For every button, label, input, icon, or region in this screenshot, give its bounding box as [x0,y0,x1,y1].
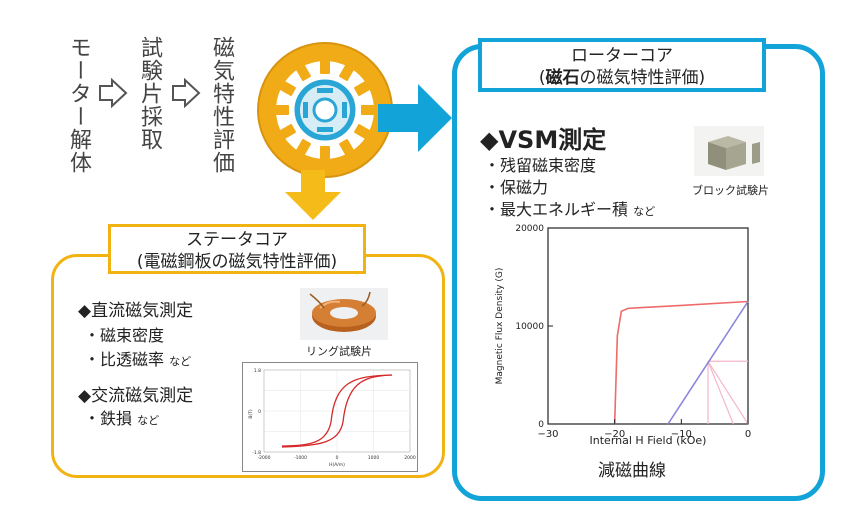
series-line-0 [613,300,749,425]
dc-item-permeability-label: ・比透磁率 [84,350,165,369]
vsm-item-remanence: ・残留磁束密度 [484,156,597,175]
x-tick-label-0: −30 [537,429,558,440]
ac-measurement-heading: ◆交流磁気測定 [78,386,194,406]
block-specimen-photo [694,126,764,176]
rotor-title-line2: (磁石の磁気特性評価) [482,67,762,89]
demagnetization-chart: −30 −20 −10 0 0 10000 20000 Internal H Field (… [495,224,751,447]
vsm-item-suffix: など [633,205,656,218]
guide-line-3 [707,360,749,425]
dc-item-flux-density: ・磁束密度 [84,326,165,345]
vsm-item-coercivity: ・保磁力 [484,178,549,197]
dc-item-suffix: など [169,355,192,368]
hysteresis-ylabel: B(T) [248,409,254,419]
chart-axes: −30 −20 −10 0 0 10000 20000 [515,224,751,440]
hysteresis-xlabel: H(A/m) [329,462,345,468]
hysteresis-xtick-0: -2000 [257,455,270,461]
rotor-title: ローターコア (磁石の磁気特性評価) [478,38,766,92]
chart-frame [547,227,749,425]
flow-arrow-2-icon [172,78,201,108]
dc-item-permeability: ・比透磁率 など [84,346,191,370]
arrow-to-rotor-icon [378,84,452,152]
stator-title-line2: (電磁鋼板の磁気特性評価) [136,252,338,272]
vsm-heading: ◆VSM測定 [480,126,607,154]
hysteresis-ytick-bottom: -1.8 [252,450,261,456]
dc-measurement-heading: ◆直流磁気測定 [78,301,194,321]
ring-specimen-photo [300,288,388,340]
ac-item-iron-loss-label: ・鉄損 [84,409,133,428]
vsm-item-energy-product-label: ・最大エネルギー積 [484,200,629,219]
ac-item-iron-loss: ・鉄損 など [84,405,159,429]
ring-specimen-caption: リング試験片 [306,345,372,358]
x-tick-label-2: −10 [671,429,692,440]
x-tick-label-3: 0 [745,429,751,440]
motor-cross-section-icon [257,42,393,178]
arrow-to-stator-icon [285,170,341,220]
demagnetization-caption: 減磁曲線 [598,461,666,481]
guide-line-2 [707,361,734,425]
hysteresis-ytick-top: 1.8 [254,368,261,374]
hysteresis-ytick-mid: 0 [258,409,261,415]
y-tick-label-0: 0 [538,420,544,430]
flow-arrow-1-icon [99,78,128,108]
rotor-title-line1: ローターコア [571,46,673,66]
y-tick-label-1: 10000 [515,322,544,332]
hysteresis-xtick-3: 1000 [368,455,380,461]
step-magnetic-evaluation: 磁気特性評価 [209,36,234,174]
ac-item-suffix: など [137,414,160,427]
y-tick-label-2: 20000 [515,224,544,234]
step-specimen-sampling: 試験片採取 [137,36,162,151]
chart-ylabel: Magnetic Flux Density (G) [495,268,505,385]
stator-title-line1: ステータコア [186,230,288,250]
step-motor-disassembly: モーター解体 [66,36,91,174]
block-specimen-caption: ブロック試験片 [692,184,769,197]
hysteresis-xtick-1: -1000 [294,455,307,461]
rotor-title-bold: 磁石 [545,68,580,88]
hysteresis-plot: 1.8 0 -1.8 B(T) -2000 -1000 0 1000 2000 … [242,362,418,472]
chart-xlabel: Internal H Field (kOe) [590,434,707,447]
hysteresis-xtick-2: 0 [336,455,339,461]
rotor-title-rest: の磁気特性評価) [579,68,706,88]
hysteresis-xtick-4: 2000 [404,455,416,461]
vsm-item-energy-product: ・最大エネルギー積 など [484,196,655,220]
rotor-title-paren: ( [538,68,546,88]
chart-plot-area [613,300,749,425]
x-tick-label-1: −20 [604,429,625,440]
series-line-1 [667,301,749,425]
stator-title: ステータコア (電磁鋼板の磁気特性評価) [108,224,366,274]
